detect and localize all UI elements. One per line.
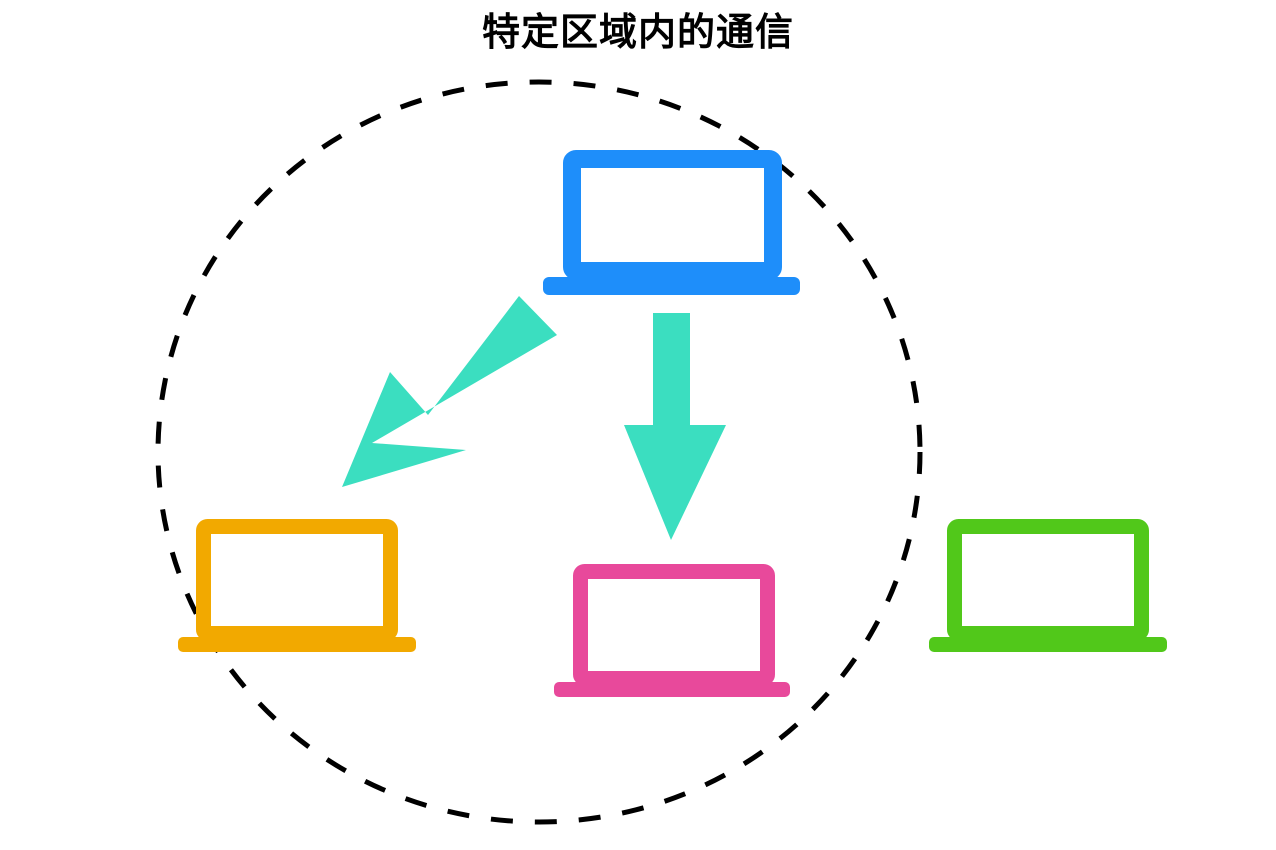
laptop-blue[interactable] bbox=[543, 150, 800, 295]
laptop-orange[interactable] bbox=[178, 519, 416, 653]
page-title: 特定区域内的通信 bbox=[481, 10, 794, 54]
transmission-arrow-to-left-laptop bbox=[342, 296, 557, 487]
laptop-blue-screen bbox=[563, 150, 782, 280]
laptop-pink-screen bbox=[573, 564, 775, 686]
laptop-green-screen bbox=[947, 519, 1149, 641]
laptop-orange-screen bbox=[196, 519, 398, 641]
laptop-pink[interactable] bbox=[554, 564, 790, 698]
laptop-orange-base bbox=[178, 637, 416, 652]
laptop-green-base bbox=[929, 637, 1167, 652]
coverage-area-boundary bbox=[155, 79, 923, 825]
transmission-arrow-to-center-laptop bbox=[624, 313, 726, 540]
laptop-blue-base bbox=[543, 277, 800, 295]
laptop-pink-base bbox=[554, 682, 790, 697]
laptop-green[interactable] bbox=[929, 519, 1167, 653]
